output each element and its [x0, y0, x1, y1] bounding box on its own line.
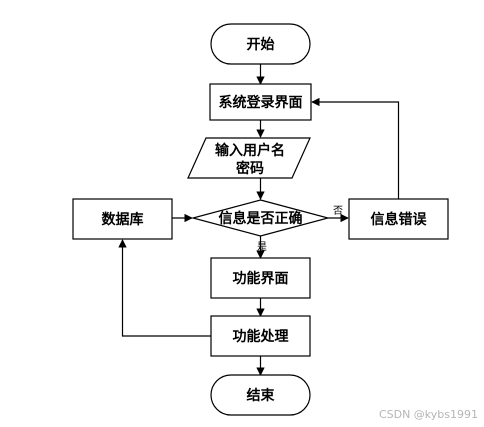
no-label: 否: [333, 205, 343, 217]
start-label: 开始: [247, 36, 275, 53]
function-ui-label: 功能界面: [233, 270, 289, 287]
function-processing-label: 功能处理: [233, 328, 289, 345]
start-node: 开始: [210, 23, 311, 65]
edge-funcproc-database: [118, 239, 211, 337]
edge-error-login: [311, 97, 400, 199]
decision-node: 信息是否正确: [190, 199, 331, 237]
database-node: 数据库: [72, 198, 173, 240]
database-label: 数据库: [102, 211, 144, 228]
end-label: 结束: [247, 387, 276, 404]
function-processing-node: 功能处理: [210, 315, 311, 357]
input-credentials-node: 输入用户名 密码: [187, 137, 311, 179]
watermark: CSDN @kybs1991: [378, 408, 478, 421]
input-label-line1: 输入用户名: [215, 142, 285, 159]
error-label: 信息错误: [371, 211, 428, 228]
function-ui-node: 功能界面: [210, 257, 311, 299]
end-node: 结束: [210, 374, 311, 416]
error-node: 信息错误: [348, 198, 449, 240]
login-screen-label: 系统登录界面: [219, 94, 303, 111]
decision-label: 信息是否正确: [219, 210, 303, 227]
yes-label: 是: [257, 241, 267, 253]
input-label-line2: 密码: [235, 160, 264, 177]
login-screen-node: 系统登录界面: [209, 83, 312, 121]
